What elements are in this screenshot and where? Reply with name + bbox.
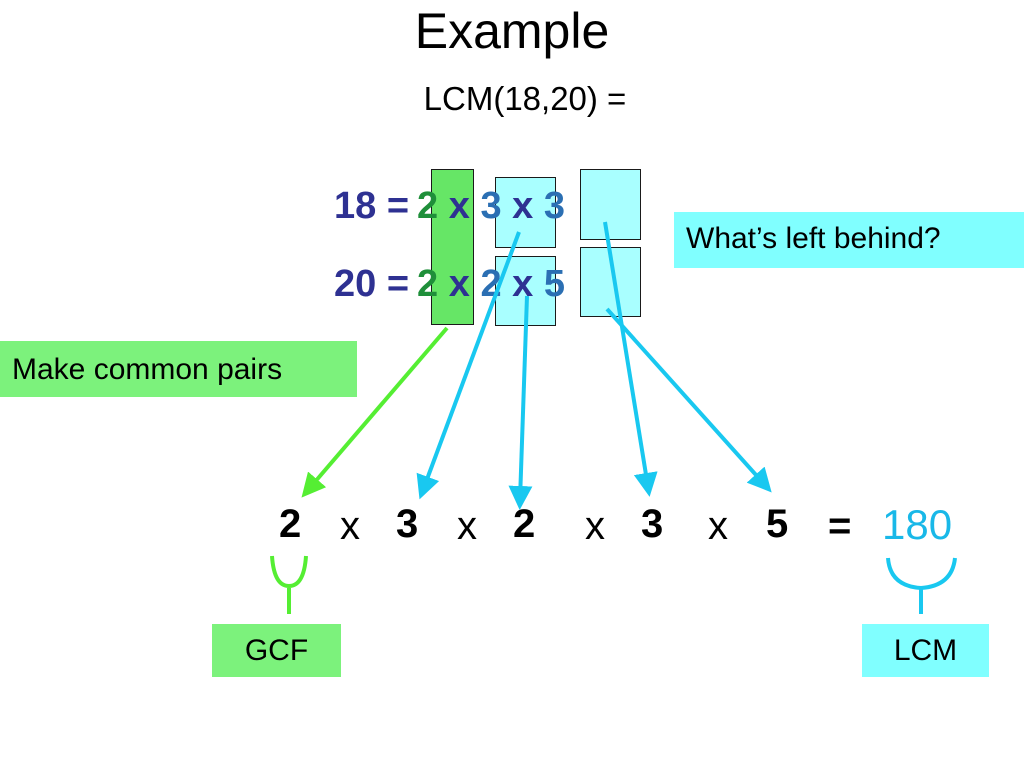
number-20: 20: [334, 263, 377, 305]
arrow-2-to-product: [508, 295, 533, 510]
product-equals: =: [828, 504, 852, 548]
product-times: x: [457, 504, 477, 548]
gcf-brace: [270, 555, 308, 614]
factor-5: 5: [543, 263, 565, 305]
lcm-label: LCM: [862, 624, 989, 677]
leftover-box-row1-3b: [580, 169, 641, 240]
product-term-3b: 3: [641, 502, 664, 546]
factor-2: 2: [417, 263, 439, 305]
product-times: x: [585, 504, 605, 548]
product-term-2: 2: [279, 502, 302, 546]
whats-left-behind-callout: What’s left behind?: [674, 212, 1024, 268]
arrow-3b-to-product: [603, 221, 658, 497]
factor-3: 3: [543, 185, 565, 227]
factor-2: 2: [417, 185, 439, 227]
gcf-label: GCF: [212, 624, 341, 677]
common-pair-box: [431, 169, 474, 325]
factorization-20: 20 =2 x 2 x 5: [334, 263, 565, 306]
times-sign: x: [512, 263, 534, 305]
times-sign: x: [512, 185, 534, 227]
slide-title: Example: [414, 3, 610, 59]
product-times: x: [340, 504, 360, 548]
equals-sign: =: [386, 263, 410, 305]
lcm-brace: [886, 557, 957, 614]
factor-3: 3: [480, 185, 502, 227]
product-term-3: 3: [396, 502, 419, 546]
arrow-common-2-to-product: [301, 326, 449, 498]
factorization-18: 18 =2 x 3 x 3: [334, 185, 565, 228]
times-sign: x: [448, 263, 470, 305]
make-common-pairs-callout: Make common pairs: [0, 341, 357, 397]
lcm-expression: LCM(18,20) =: [423, 80, 627, 117]
product-term-5: 5: [766, 502, 789, 546]
arrow-3-to-product: [416, 231, 521, 500]
leftover-box-row1-3: [495, 177, 556, 248]
number-18: 18: [334, 185, 377, 227]
equals-sign: =: [386, 185, 410, 227]
times-sign: x: [448, 185, 470, 227]
product-times: x: [708, 504, 728, 548]
arrow-5-to-product: [605, 307, 772, 493]
lcm-result: 180: [882, 501, 953, 548]
product-term-2b: 2: [513, 502, 536, 546]
